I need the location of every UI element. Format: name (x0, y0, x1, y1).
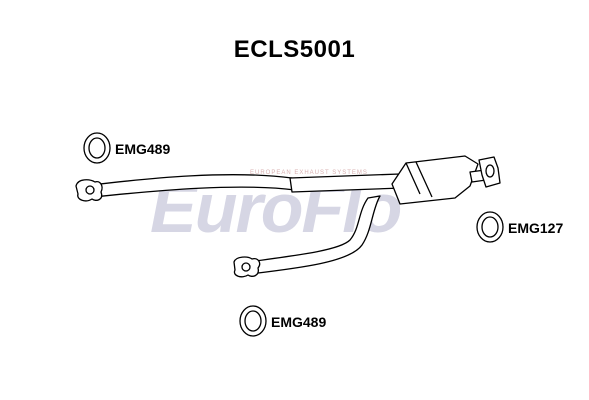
part-label: EMG489 (115, 141, 171, 157)
gasket-ring-icon (239, 305, 267, 337)
part-label: EMG489 (271, 314, 327, 330)
part-label: EMG127 (508, 220, 564, 236)
front-flange-lower (233, 256, 261, 278)
lower-pipe (247, 195, 381, 275)
gasket-ring-icon (476, 211, 504, 243)
watermark-tagline: EUROPEAN EXHAUST SYSTEMS (250, 170, 368, 176)
outlet-flange (478, 156, 501, 188)
page-title: ECLS5001 (233, 36, 356, 63)
upper-pipe (91, 174, 296, 198)
center-pipe (289, 173, 403, 193)
front-flange-upper (75, 179, 103, 202)
gasket-ring-icon (83, 132, 111, 164)
catalytic-converter (391, 155, 479, 205)
